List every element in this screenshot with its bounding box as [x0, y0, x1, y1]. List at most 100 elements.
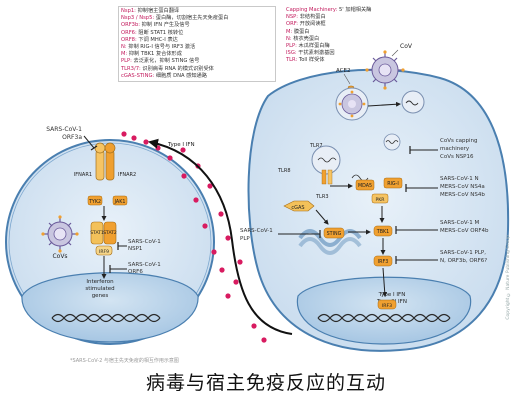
legend-key: PLP:: [286, 43, 299, 50]
legend-key: Nsp1:: [121, 8, 138, 14]
cgas-box: [283, 200, 315, 212]
antag-orf3a-line2: ORF3a: [62, 134, 82, 141]
stat1-label: STAT1: [90, 230, 104, 236]
antag-plp-line2: PLP: [240, 236, 250, 242]
isg-line3: genes: [92, 293, 109, 299]
covs-label: CoVs: [52, 253, 67, 260]
legend-key: ORF:: [286, 21, 300, 28]
irf3-nuc-label: IRF3: [382, 303, 392, 309]
legend-key: ORF6:: [121, 29, 139, 36]
sting-label: STING: [327, 231, 342, 237]
legend-key: ORF3b:: [121, 22, 142, 29]
mda5-box: [355, 179, 375, 191]
legend-row: ORF: 开放阅读框: [286, 21, 396, 28]
legend-value: 细胞质 DNA 感知通路: [155, 72, 207, 79]
legend-key: Capping Machinery:: [286, 7, 339, 13]
legend-value: 膜蛋白: [293, 28, 310, 35]
left-cov-virus: [41, 215, 79, 253]
sting-box: [323, 227, 345, 239]
tbk1-box: [373, 225, 393, 237]
irf3-nuc-box: [377, 299, 397, 310]
mda5-label: MDA5: [358, 183, 372, 189]
legend-key: ISG:: [286, 50, 299, 57]
cov-virus-outside: [365, 50, 405, 90]
stat-complex: [90, 221, 117, 256]
antag-m-line1: SARS-CoV-1 M: [440, 220, 480, 226]
pkr-label: PKR: [376, 197, 386, 203]
ifn-dot-stream: [121, 131, 267, 343]
left-cell: Interferon stimulated genes IFNAR1 IFNAR…: [5, 126, 215, 345]
legend-key: PLP:: [121, 58, 134, 65]
isg-line2: stimulated: [85, 286, 114, 292]
legend-value: 去泛素化，抑制 STING 信号: [133, 58, 200, 65]
capping-line2: machinery: [440, 146, 470, 152]
legend-key: TLR3/7:: [121, 65, 143, 72]
legend-row: TLR: Toll 样受体: [286, 57, 396, 64]
legend-value: 木瓜样蛋白酶: [298, 43, 330, 50]
legend-row: PLP: 去泛素化，抑制 STING 信号: [121, 58, 273, 65]
cov-internalized: [335, 87, 369, 121]
irf3-label: IRF3: [378, 259, 389, 265]
rigi-box: [383, 177, 403, 189]
antag-n-line1: SARS-CoV-1 N: [440, 176, 479, 182]
irf9-label: IRF9: [99, 249, 109, 255]
legend-value: 抑制 TBK1 复合体形成: [128, 51, 182, 58]
legend-key: cGAS-STING:: [121, 72, 156, 79]
right-cell: Type I IFN Type III IFN IRF3 CoV ACE2: [240, 43, 510, 352]
legend-key: ORF8:: [121, 36, 139, 43]
antag-orf3a-line1: SARS-CoV-1: [46, 126, 82, 133]
tlr-endosome: [311, 145, 341, 185]
antag-orf6-line2: ORF6: [128, 269, 143, 275]
ifn-secretion-arrow: [148, 138, 293, 335]
capping-line1: CoVs capping: [440, 138, 477, 144]
jak1-label: JAK1: [114, 199, 126, 205]
legend-value: Toll 样受体: [298, 57, 325, 64]
isg-line1: Interferon: [86, 279, 114, 285]
legend-value: 抑制宿主蛋白翻译: [137, 8, 180, 14]
legend-row: N: 核衣壳蛋白: [286, 36, 396, 43]
tlr3-label: TLR3: [315, 194, 329, 200]
stat2-label: STAT2: [103, 230, 117, 236]
antag-n-line2: MERS-CoV NS4a: [440, 184, 485, 190]
antag-nsp1-line2: NSP1: [128, 246, 142, 252]
legend-key: TLR:: [286, 57, 299, 64]
pkr-box: [371, 193, 389, 204]
legend-value: 开放阅读框: [299, 21, 326, 28]
jak1-box: [112, 195, 128, 206]
footer-note: *SARS-CoV-2 与宿主先天免疫的相互作用示意图: [70, 358, 179, 364]
antag-plp-line1: SARS-CoV-1: [240, 228, 273, 234]
capping-line3: CoVs NSP16: [440, 154, 474, 160]
legend-row: ORF3b: 抑制 IFN 产生及信号: [121, 22, 273, 29]
tyk2-label: TYK2: [88, 199, 101, 205]
left-nucleus: [21, 272, 199, 343]
legend-row: Nsp3 / Nsp5: 蛋白酶，切割宿主先天免疫蛋白: [121, 15, 273, 22]
legend-value: 核衣壳蛋白: [293, 35, 320, 42]
antag-irf3-line1: SARS-CoV-1 PLP,: [440, 250, 486, 256]
legend-value: 下调 MHC-I 表达: [138, 36, 178, 43]
legend-row: PLP: 木瓜样蛋白酶: [286, 43, 396, 50]
tlr8-label: TLR8: [277, 168, 291, 174]
legend-row: ORF6: 阻断 STAT1 核转位: [121, 30, 273, 37]
figure-caption: 病毒与宿主免疫反应的互动: [145, 372, 386, 394]
antag-irf3-line2: N, ORF3b, ORF6?: [440, 258, 487, 264]
legend-value: 5' 加帽相关酶: [339, 7, 372, 13]
legend-row: cGAS-STING: 细胞质 DNA 感知通路: [121, 73, 273, 80]
antag-n-line3: MERS-CoV NS4b: [440, 192, 485, 198]
legend-value: 阻断 STAT1 核转位: [138, 29, 184, 36]
cgas-label: cGAS: [291, 205, 304, 211]
rigi-label: RIG-I: [387, 181, 399, 187]
tbk1-label: TBK1: [376, 229, 389, 235]
legend-value: 抑制 IFN 产生及信号: [141, 22, 190, 29]
legend-key: N:: [121, 44, 129, 51]
legend-value: 抑制 RIG-I 信号与 IRF3 激活: [128, 44, 196, 51]
cov-label: CoV: [400, 43, 413, 50]
legend-row: Capping Machinery: 5' 加帽相关酶: [286, 7, 396, 14]
tyk2-box: [87, 195, 103, 206]
legend-row: M: 抑制 TBK1 复合体形成: [121, 51, 273, 58]
ifnar-receptor: [94, 142, 116, 181]
legend-key: NSP:: [286, 14, 300, 21]
legend-key: M:: [121, 51, 129, 58]
legend-row: ISG: 干扰素刺激基因: [286, 50, 396, 57]
